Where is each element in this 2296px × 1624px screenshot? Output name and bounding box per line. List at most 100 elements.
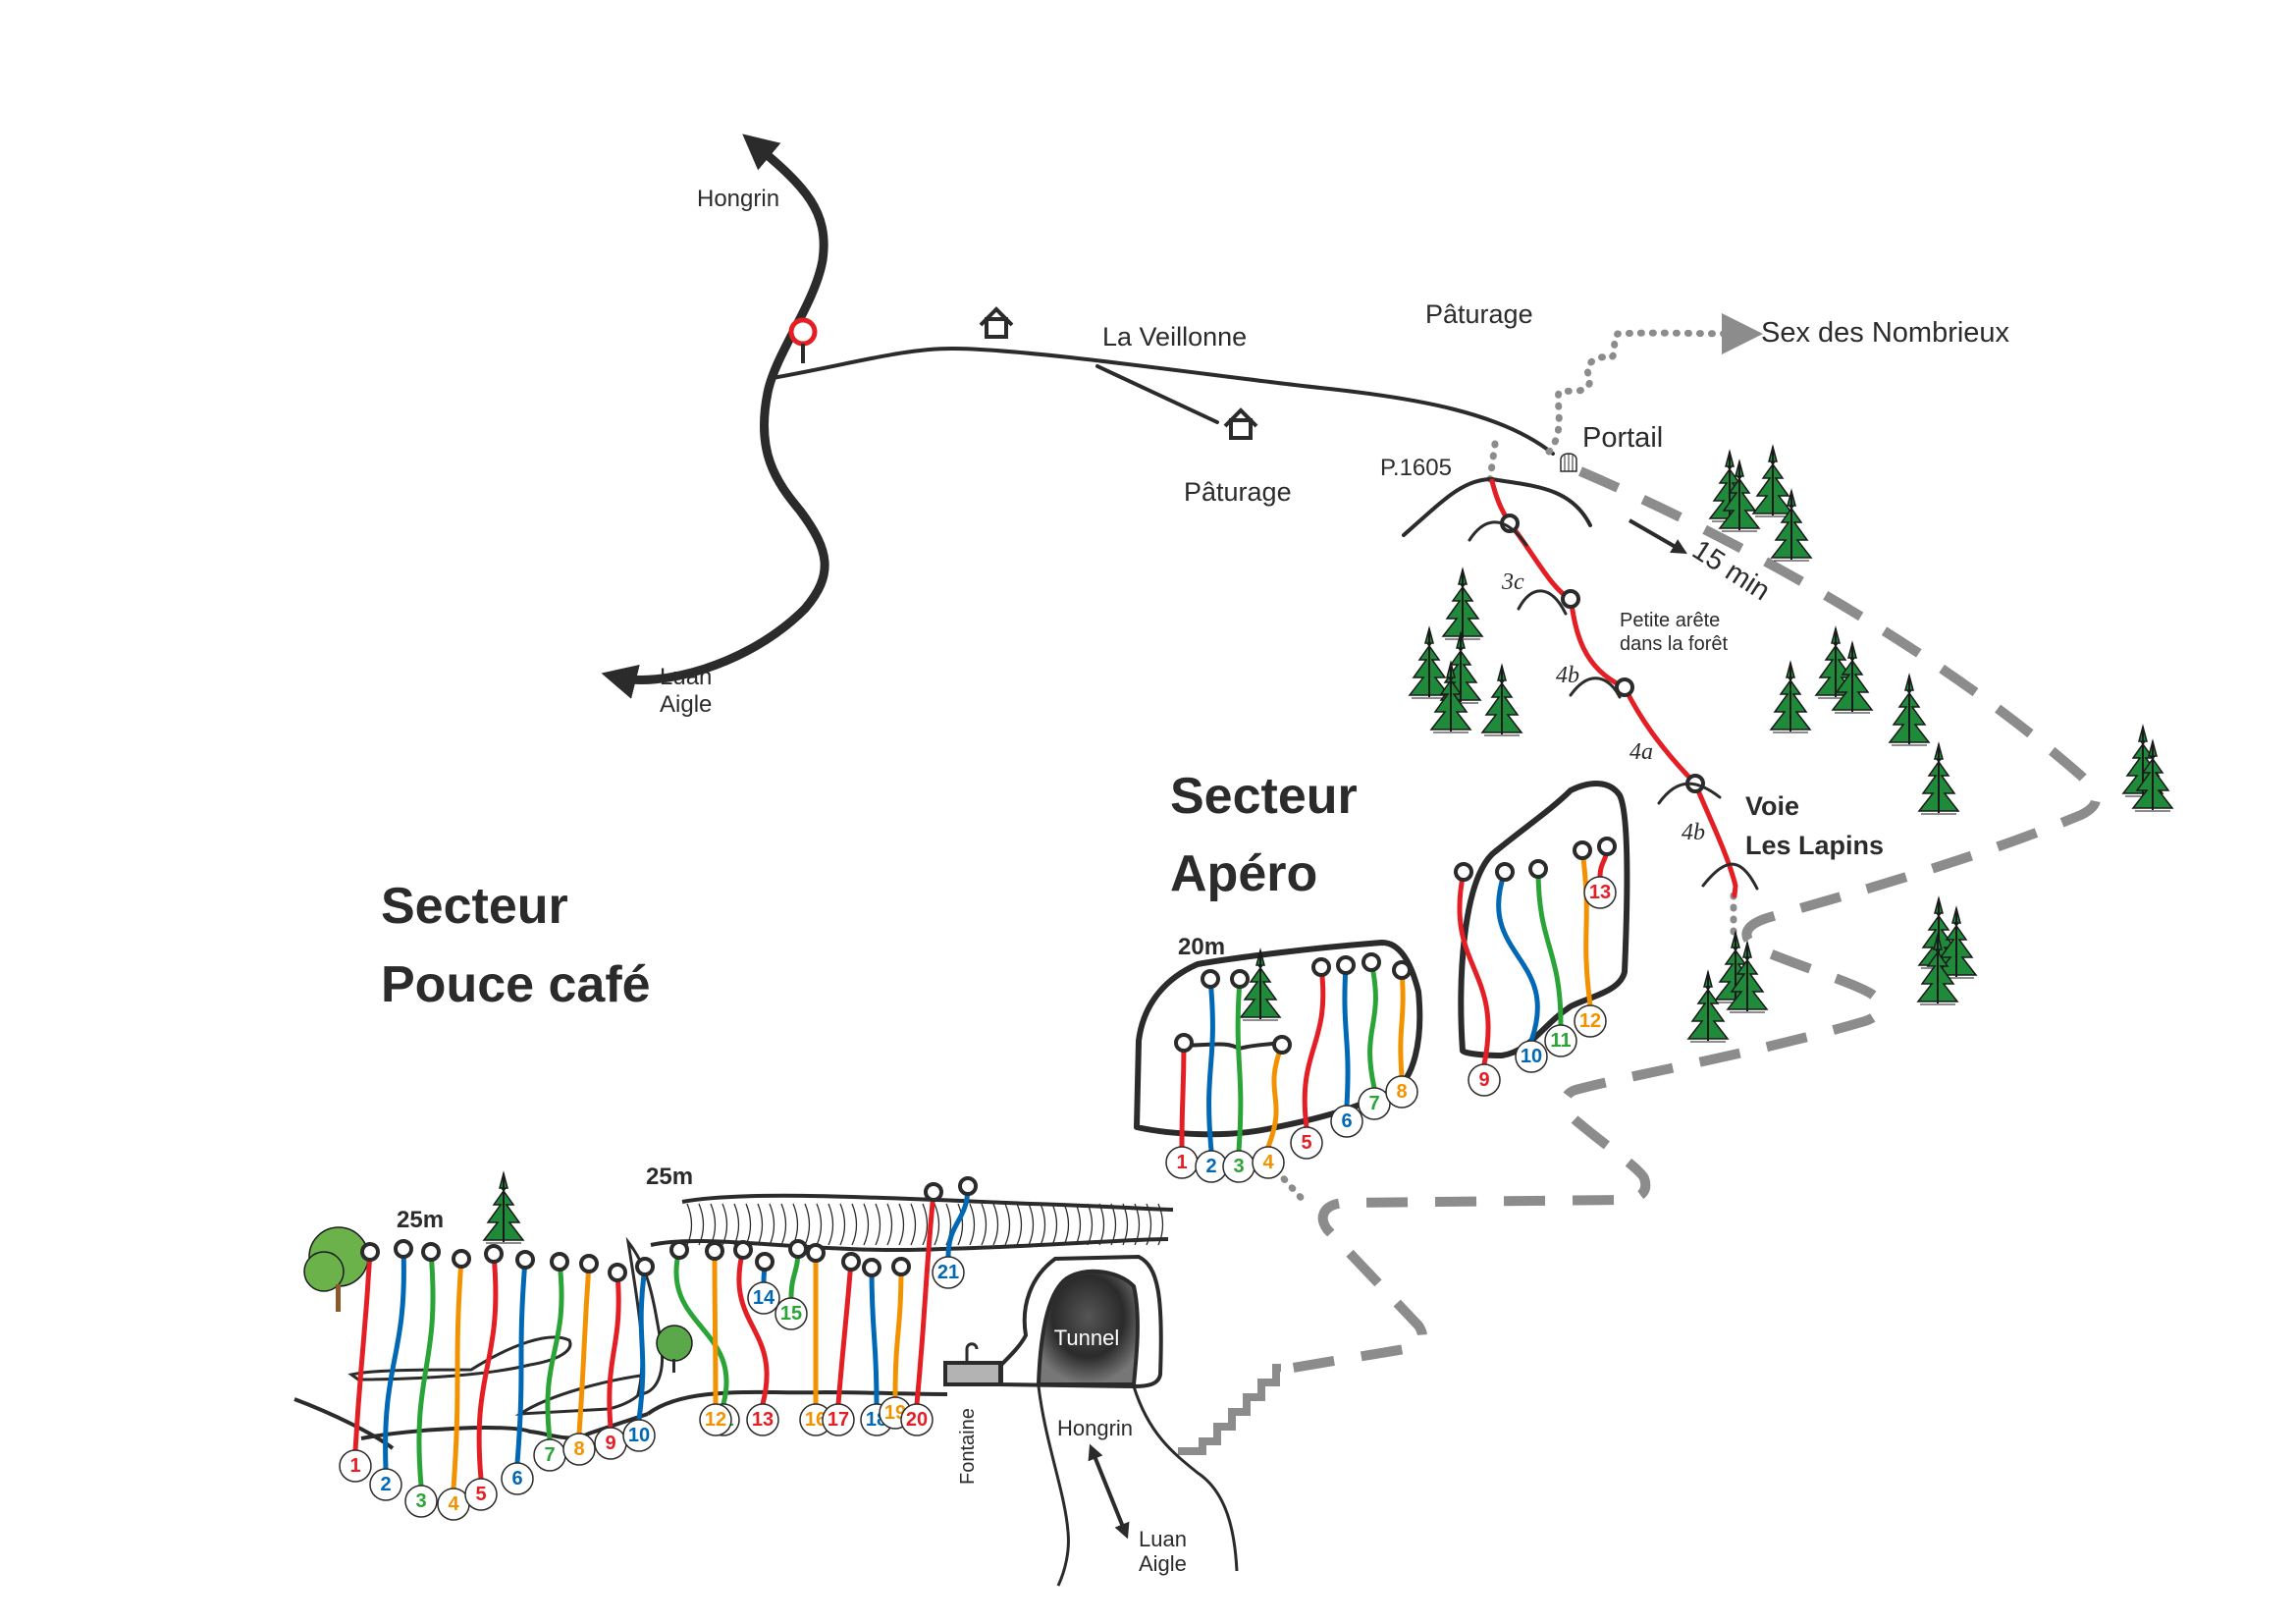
route-2[interactable]: 2 [1195,969,1228,1183]
route-number-badge [699,1403,732,1436]
label-la-veillonne: La Veillonne [1102,322,1247,352]
route-6[interactable]: 6 [501,1250,535,1495]
side-road [771,346,1555,456]
voie-les-lapins [1402,476,1759,898]
route-15[interactable]: 15 [774,1239,808,1330]
anchor-icon [755,1252,774,1272]
route-16[interactable]: 16 [799,1243,832,1436]
route-line [736,1247,770,1407]
route-number: 8 [573,1438,584,1460]
deciduous-tree-icon [656,1325,693,1373]
route-number-badge [1544,1024,1577,1057]
route-1[interactable]: 1 [1165,1033,1199,1179]
anchor-icon [705,1241,724,1261]
route-number: 11 [1550,1030,1571,1052]
label-dans-la-foret: dans la forêt [1620,633,1729,655]
hatch-line [828,1203,834,1246]
route-21[interactable]: 21 [932,1176,978,1289]
route-1[interactable]: 1 [339,1242,380,1483]
route-line [1535,866,1564,1028]
route-line [1457,869,1491,1067]
route-number: 7 [1368,1093,1379,1114]
route-number: 1 [1176,1152,1187,1173]
route-number: 9 [1478,1069,1489,1091]
anchor-icon [788,1239,808,1259]
route-6[interactable]: 6 [1330,955,1363,1138]
anchor-icon [515,1250,535,1270]
route-number: 1 [349,1455,360,1477]
label-sex-des-nombrieux: Sex des Nombrieux [1761,317,2010,349]
ledge-top [681,1193,1174,1212]
route-7[interactable]: 7 [533,1252,569,1472]
route-5[interactable]: 5 [1290,957,1331,1160]
route-10[interactable]: 10 [1495,862,1548,1073]
hatch-line [969,1203,976,1246]
route-14[interactable]: 14 [747,1252,780,1315]
route-17[interactable]: 17 [822,1252,861,1436]
route-8[interactable]: 8 [562,1254,599,1466]
fir-tree-icon [1442,568,1483,640]
route-number: 20 [906,1409,928,1431]
anchor-icon [924,1182,943,1202]
route-7[interactable]: 7 [1358,952,1391,1120]
route-line [416,1249,436,1489]
route-2[interactable]: 2 [369,1239,413,1501]
label-p1605: P.1605 [1380,455,1452,481]
hatch-line [1122,1203,1129,1246]
route-number: 21 [937,1262,959,1283]
river-bank [1132,1385,1239,1572]
route-number-badge [1252,1146,1285,1179]
route-number-badge [932,1256,965,1289]
route-9[interactable]: 9 [1454,862,1501,1097]
route-9[interactable]: 9 [594,1263,627,1460]
ledge-bottom [650,1237,1169,1253]
route-line [835,1259,854,1407]
house-icon [979,307,1014,339]
route-12[interactable]: 12 [699,1241,732,1436]
route-line [352,1249,373,1453]
route-number: 12 [705,1409,726,1431]
hatch-line [863,1203,870,1246]
route-13[interactable]: 13 [733,1240,779,1436]
route-5[interactable]: 5 [464,1244,504,1511]
route-10[interactable]: 10 [622,1257,656,1452]
anchor-icon [608,1263,627,1282]
route-number-badge [1330,1105,1363,1138]
hatch-line [1087,1203,1094,1246]
pitch-grade: 4b [1556,663,1579,688]
hatch-line [710,1203,717,1246]
river-bank [1037,1385,1070,1587]
route-line [1206,976,1215,1154]
anchor-icon [579,1254,599,1273]
route-3[interactable]: 3 [404,1242,441,1518]
route-number: 4 [1262,1152,1274,1173]
anchor-icon [1311,957,1331,977]
route-number-badge [501,1462,534,1495]
route-number: 13 [1589,882,1611,903]
apero-height: 20m [1178,934,1225,960]
route-number: 9 [605,1433,615,1454]
hatch-line [686,1203,693,1246]
route-4[interactable]: 4 [1252,1035,1292,1179]
route-20[interactable]: 20 [900,1182,943,1436]
route-line [1398,967,1406,1079]
route-12[interactable]: 12 [1573,840,1607,1038]
fir-tree-icon [1918,743,1959,815]
route-number: 2 [1205,1156,1216,1177]
route-8[interactable]: 8 [1385,960,1418,1109]
route-13[interactable]: 13 [1583,837,1617,909]
label-fontaine: Fontaine [957,1408,979,1485]
route-number-badge [1583,876,1617,909]
anchor-icon [1230,969,1250,989]
route-number-badge [1358,1087,1391,1120]
route-line [1496,869,1540,1044]
route-11[interactable]: 11 [1528,859,1577,1057]
route-19[interactable]: 19 [879,1257,912,1430]
parking-icon [788,317,818,363]
route-4[interactable]: 4 [437,1249,471,1521]
approach-trail [1280,466,2101,1375]
route-number-badge [404,1485,438,1518]
fir-tree-icon [483,1172,524,1244]
hatch-line [721,1203,728,1246]
arrow-icon [1088,1443,1130,1540]
